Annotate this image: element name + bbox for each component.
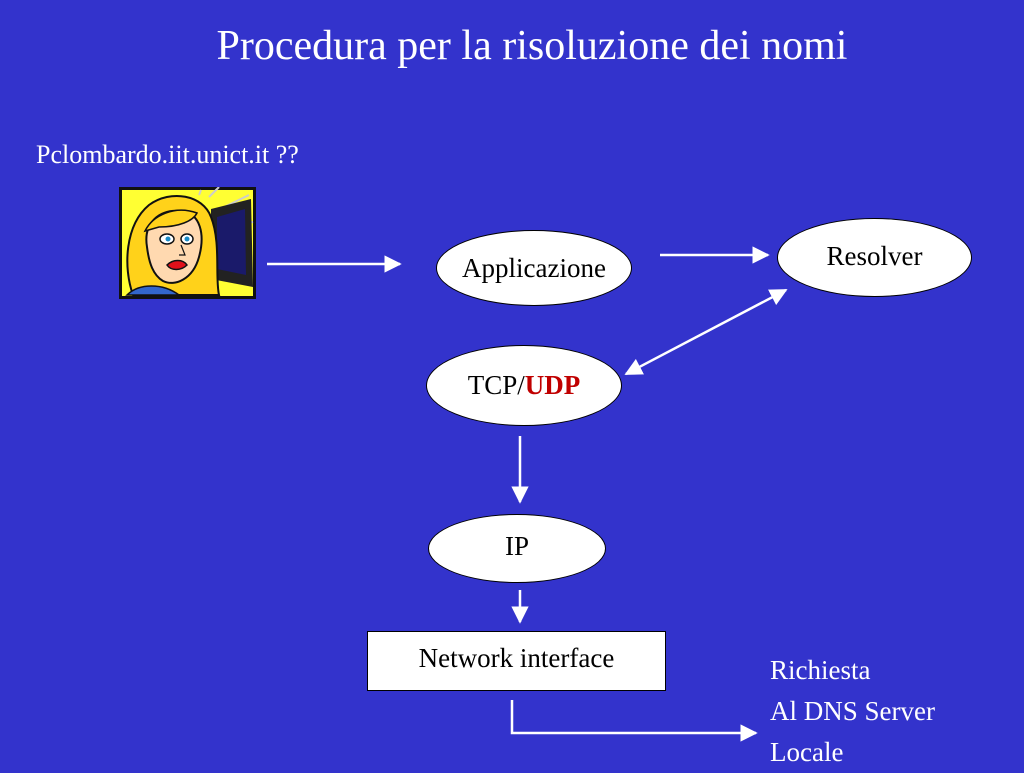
dns-request-label: Richiesta Al DNS Server Locale xyxy=(770,650,935,773)
hostname-query: Pclombardo.iit.unict.it ?? xyxy=(36,140,299,169)
slide-title: Procedura per la risoluzione dei nomi xyxy=(216,23,848,69)
node-applicazione-label: Applicazione xyxy=(462,252,606,283)
node-ip-label: IP xyxy=(504,531,529,561)
node-udp-label: UDP xyxy=(524,370,581,400)
node-ip: IP xyxy=(428,514,606,583)
node-resolver-label: Resolver xyxy=(826,241,923,271)
node-network-interface-label: Network interface xyxy=(418,642,615,673)
dns-request-line-3: Locale xyxy=(770,737,844,767)
node-tcp-udp: TCP/UDP xyxy=(426,345,622,426)
dns-request-line-1: Richiesta xyxy=(770,655,871,685)
woman-at-computer-clipart xyxy=(119,187,256,299)
node-applicazione: Applicazione xyxy=(436,230,632,306)
node-network-interface: Network interface xyxy=(367,631,666,691)
node-resolver: Resolver xyxy=(777,218,972,297)
arrow-network-interface-to-dns xyxy=(510,700,758,742)
arrow-resolver-tcp-bidirectional xyxy=(624,288,788,376)
node-tcp-label: TCP/ xyxy=(467,370,525,400)
dns-request-line-2: Al DNS Server xyxy=(770,696,935,726)
